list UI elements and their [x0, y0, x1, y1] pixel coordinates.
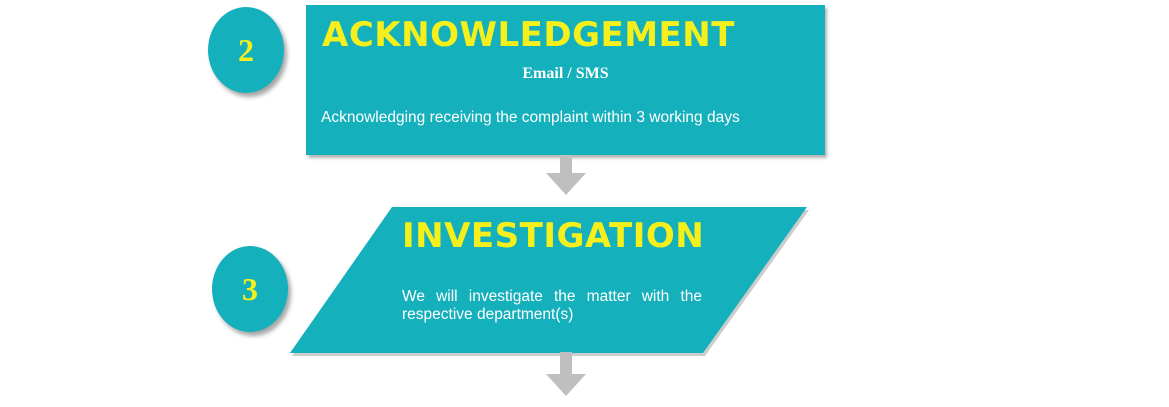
down-arrow-icon: [546, 352, 586, 396]
step-number: 3: [242, 270, 258, 307]
acknowledgement-title: ACKNOWLEDGEMENT: [322, 15, 735, 55]
down-arrow-icon: [546, 155, 586, 195]
investigation-box: INVESTIGATION We will investigate the ma…: [288, 205, 810, 357]
step-number-circle: 3: [212, 246, 288, 332]
acknowledgement-description: Acknowledging receiving the complaint wi…: [321, 109, 740, 126]
acknowledgement-box: ACKNOWLEDGEMENT Email / SMS Acknowledgin…: [306, 5, 825, 155]
step-number: 2: [238, 31, 254, 68]
acknowledgement-subtitle: Email / SMS: [522, 65, 609, 82]
investigation-description: We will investigate the matter with the …: [402, 288, 702, 323]
investigation-title: INVESTIGATION: [402, 216, 705, 256]
step-number-circle: 2: [208, 7, 284, 93]
